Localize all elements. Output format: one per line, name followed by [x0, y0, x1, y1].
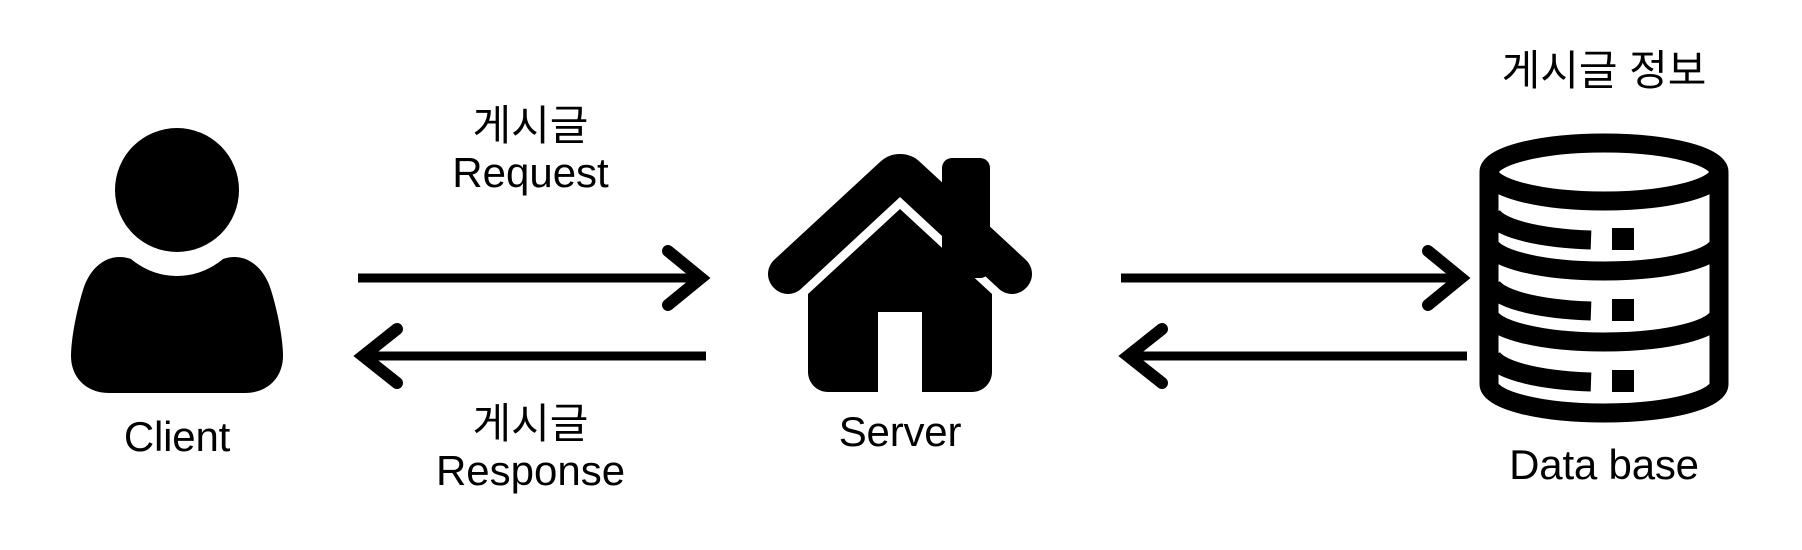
node-server-label: Server — [838, 408, 962, 455]
arrow-server-to-database[interactable] — [1115, 245, 1475, 311]
node-client[interactable]: Client — [62, 128, 292, 459]
node-server[interactable]: Server — [768, 152, 1032, 455]
house-icon — [768, 152, 1032, 392]
edge-label-response-line2: Response — [435, 447, 626, 495]
arrow-database-to-server[interactable] — [1115, 323, 1475, 389]
node-database[interactable]: Data base — [1478, 133, 1730, 487]
edge-label-response-line1: 게시글 — [472, 400, 589, 447]
edge-label-response: 게시글 Response — [358, 400, 703, 494]
node-client-label: Client — [123, 413, 231, 460]
arrow-server-to-client[interactable] — [350, 323, 715, 389]
person-icon — [71, 128, 283, 393]
arrow-client-to-server[interactable] — [350, 245, 715, 311]
node-database-label: Data base — [1509, 441, 1699, 488]
database-cylinder-icon — [1479, 133, 1729, 423]
database-caption: 게시글 정보 — [1501, 47, 1707, 94]
edge-label-request: 게시글 Request — [358, 102, 703, 196]
edge-label-request-line1: 게시글 — [472, 102, 589, 149]
edge-label-request-line2: Request — [452, 149, 609, 197]
